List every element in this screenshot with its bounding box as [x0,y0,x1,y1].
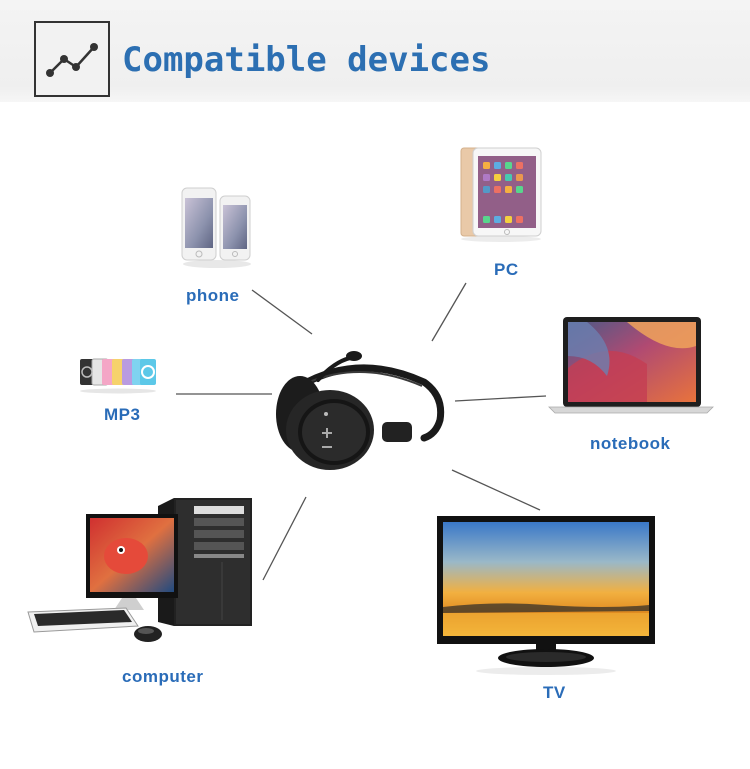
connector-phone [251,289,313,335]
connector-computer [262,496,307,581]
phone-label: phone [186,286,240,305]
pc-label: PC [494,260,519,279]
phones-image [181,187,251,268]
computer-label: computer [122,667,204,686]
notebook-image [548,317,714,414]
tv-label: TV [543,683,566,702]
headset-image [276,351,445,470]
trend-line-icon [34,21,110,97]
notebook-label: notebook [590,434,671,453]
mp3-label: MP3 [104,405,141,424]
page-title: Compatible devices [122,40,491,80]
header-banner: Compatible devices [0,0,750,102]
tv-image [437,516,655,675]
mp3-image [80,358,156,394]
connector-notebook [454,395,547,402]
connector-pc [431,282,467,342]
computer-image [27,498,252,642]
tablet-image [460,147,542,242]
connector-tv [451,469,541,511]
